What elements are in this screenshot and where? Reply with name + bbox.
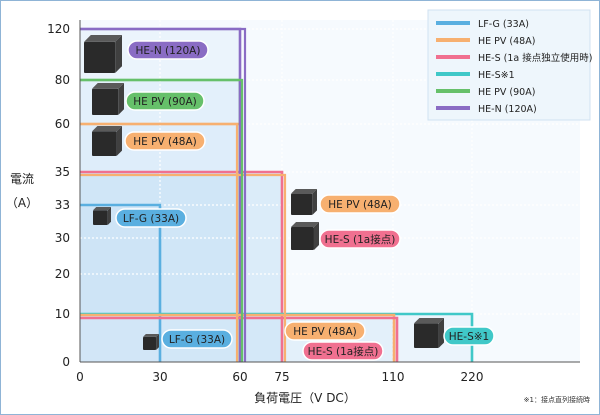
legend-swatch [436,21,470,25]
product-label-9: HE-S※1 [443,326,495,346]
product-label-3: LF-G (33A) [115,208,187,228]
legend-swatch [436,72,470,76]
legend-entry: HE PV (90A) [478,87,535,98]
relay-icon-he-pv-48-mid [291,189,317,215]
relay-icon-he-pv-90 [92,83,124,115]
legend-swatch [436,55,470,59]
product-label-8: HE-S (1a接点) [302,341,384,361]
legend-entry: HE-S※1 [478,70,515,81]
y-tick-label: 33 [55,198,70,212]
product-label-1: HE PV (90A) [125,91,205,111]
product-label-text: HE-N (120A) [136,45,201,57]
x-tick-label: 220 [461,370,484,384]
y-tick-label: 120 [47,22,70,36]
footnote: ※1：接点直列接続時 [524,395,590,404]
product-label-0: HE-N (120A) [127,40,209,60]
extra-line-3 [80,122,239,362]
legend-box [427,9,591,121]
x-tick-label: 60 [232,370,247,384]
product-label-text: HE-S※1 [449,331,489,343]
series-line-2 [80,170,284,362]
extra-line-1 [80,316,399,362]
legend-entry: HE-N (120A) [478,104,537,115]
extra-line-2 [80,173,287,362]
product-label-text: HE-S (1a接点) [325,233,396,246]
relay-icon-he-s-mid [291,222,319,250]
relay-icon-he-pv-48 [92,126,122,156]
x-tick-label: 75 [274,370,289,384]
x-tick-label: 0 [76,370,84,384]
product-label-text: HE PV (48A) [133,136,196,148]
extra-line-5 [80,27,247,362]
relay-icon-he-s-series [414,318,444,348]
product-label-7: HE PV (48A) [284,321,366,341]
y-tick-label: 20 [55,267,70,281]
y-tick-label: 0 [62,355,70,369]
x-axis-label: 負荷電圧（V DC） [254,391,356,405]
product-label-6: LF-G (33A) [161,329,233,349]
relay-icon-he-n [84,35,122,73]
series-line-0 [80,203,162,362]
x-tick-label: 30 [152,370,167,384]
product-label-text: HE PV (48A) [293,326,356,338]
y-tick-label: 10 [55,307,70,321]
extra-line-4 [80,78,244,362]
product-label-text: HE-S (1a接点) [308,345,379,358]
legend-swatch [436,38,470,42]
product-label-4: HE PV (48A) [319,194,401,214]
y-axis-unit-label: （A） [6,196,38,210]
product-label-text: HE PV (48A) [328,199,391,211]
y-tick-label: 60 [55,117,70,131]
y-tick-label: 35 [55,165,70,179]
legend-entry: HE-S (1a 接点独立使用時) [478,52,592,64]
product-label-2: HE PV (48A) [124,131,206,151]
product-label-text: LF-G (33A) [123,213,179,225]
legend-entry: LF-G (33A) [478,19,529,30]
y-tick-label: 80 [55,73,70,87]
y-axis-label: 電流 [10,172,34,186]
product-label-text: HE PV (90A) [133,96,196,108]
legend-swatch [436,106,470,110]
legend-entry: HE PV (48A) [478,36,535,47]
relay-icon-lf-g-bottom [143,334,159,350]
x-tick-label: 110 [382,370,405,384]
extra-line-0 [80,313,396,362]
product-label-5: HE-S (1a接点) [319,229,401,249]
relay-icon-lf-g [93,207,111,225]
y-tick-label: 30 [55,231,70,245]
legend-swatch [436,89,470,93]
product-label-text: LF-G (33A) [169,334,225,346]
